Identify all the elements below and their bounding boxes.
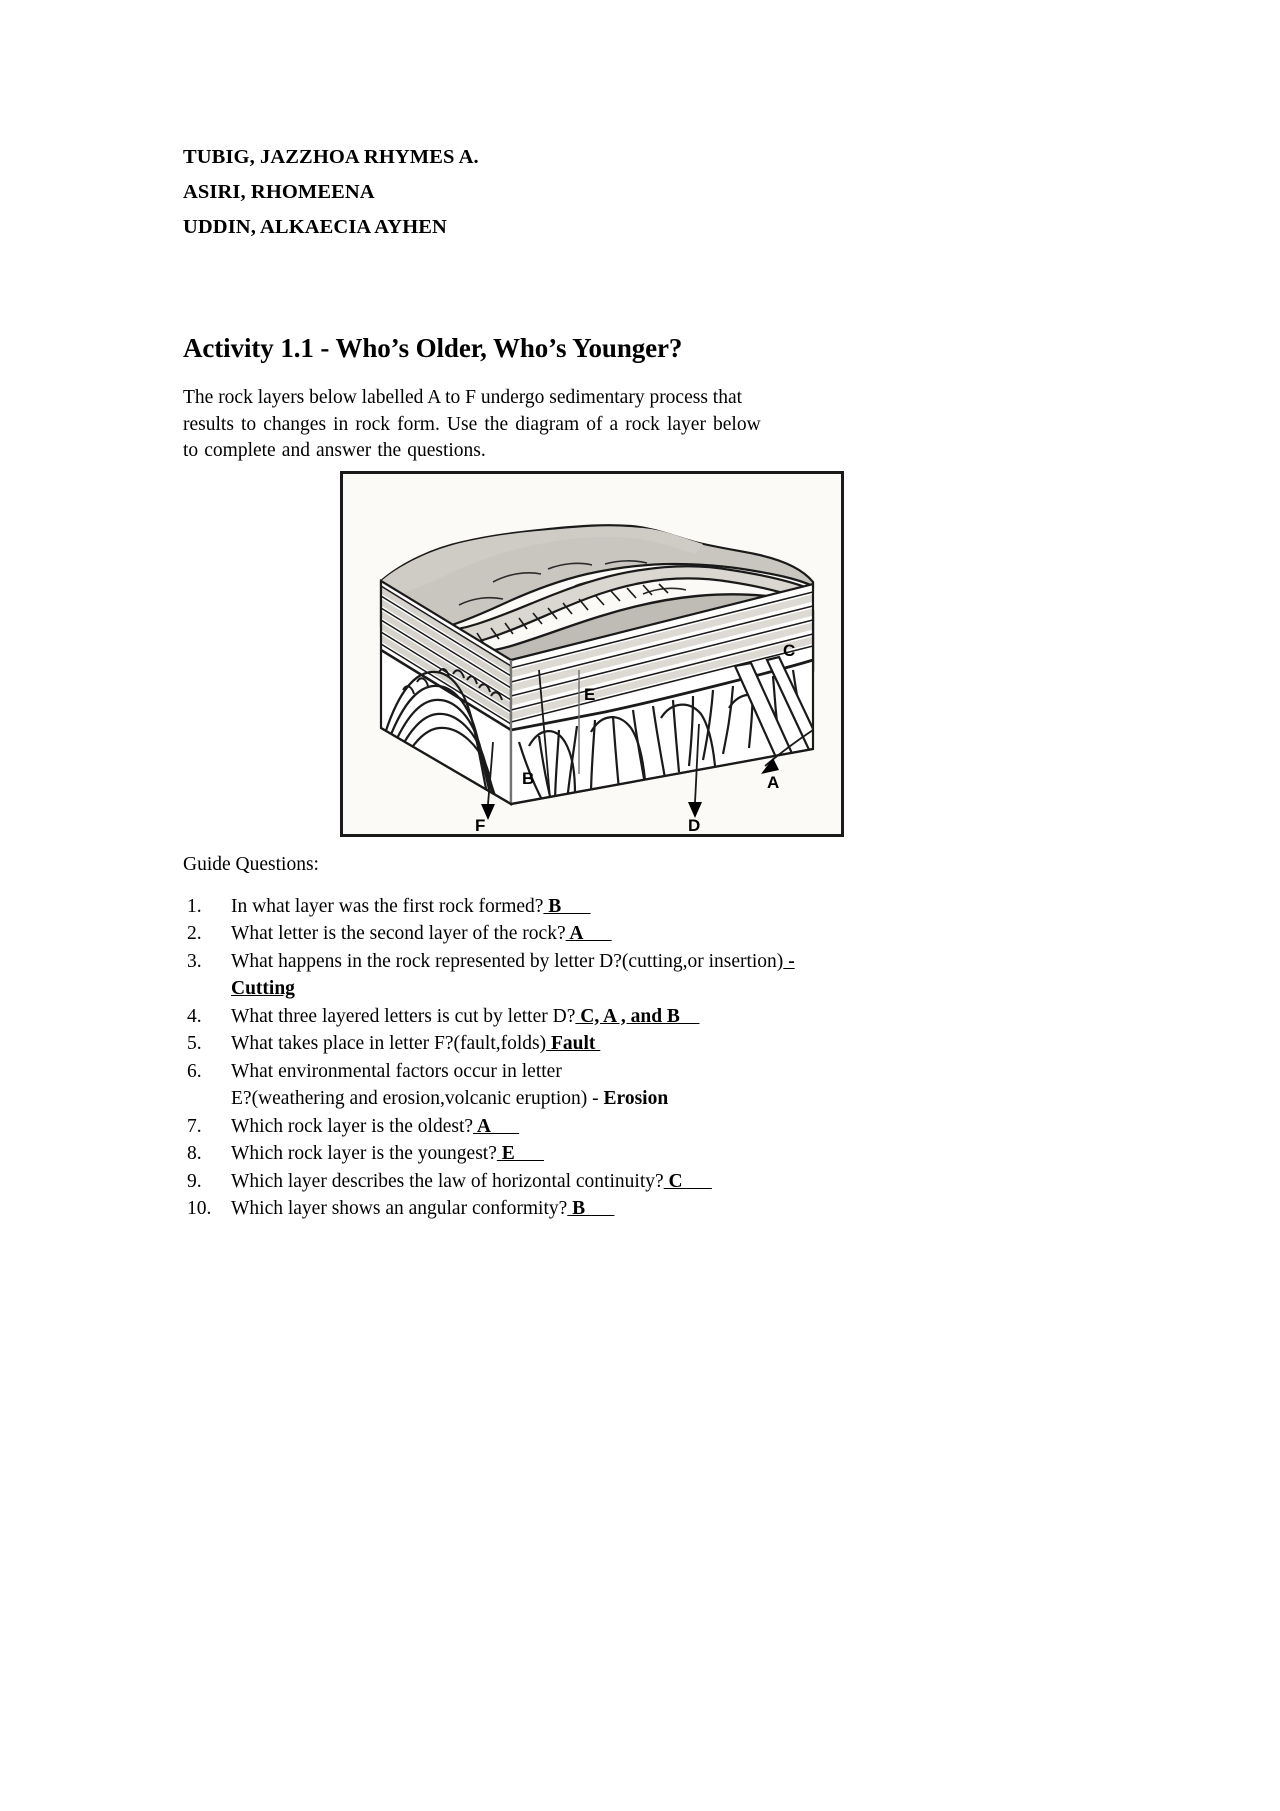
question-answer: C, A , and B [575, 1005, 700, 1027]
author-name-1: TUBIG, JAZZHOA RHYMES A. [183, 146, 479, 168]
question-number: 7. [187, 1115, 202, 1137]
figure-label-F: F [475, 815, 486, 835]
question-item-3: 3. What happens in the rock represented b… [183, 948, 1095, 1003]
question-item-2: 2. What letter is the second layer of the… [183, 920, 1095, 948]
question-answer: Fault [546, 1033, 601, 1054]
intro-line-1: The rock layers below labelled A to F un… [183, 387, 743, 408]
question-text: Which rock layer is the oldest? [231, 1115, 474, 1137]
author-names: TUBIG, JAZZHOA RHYMES A. ASIRI, RHOMEENA… [183, 0, 1095, 245]
guide-questions-list: 1. In what layer was the first rock forme… [183, 893, 1095, 1223]
question-number: 9. [187, 1170, 202, 1192]
question-number: 6. [187, 1060, 202, 1082]
page-content: TUBIG, JAZZHOA RHYMES A. ASIRI, RHOMEENA… [183, 0, 1095, 1223]
question-item-4: 4. What three layered letters is cut by l… [183, 1003, 1095, 1031]
question-item-9: 9. Which layer describes the law of horiz… [183, 1168, 1095, 1196]
intro-paragraph: The rock layers below labelled A to F un… [183, 385, 893, 465]
question-text: Which rock layer is the youngest? [231, 1143, 497, 1164]
question-number: 5. [187, 1033, 202, 1054]
question-text: Which layer describes the law of horizon… [231, 1170, 664, 1192]
figure-label-C: C [783, 640, 796, 660]
question-text-line2: E?(weathering and erosion,volcanic erupt… [231, 1085, 1095, 1113]
question-answer: A [473, 1115, 520, 1137]
figure-container: C E B A F D [340, 470, 850, 837]
question-item-1: 1. In what layer was the first rock forme… [183, 893, 1095, 921]
question-number: 10. [187, 1198, 212, 1219]
question-answer: Cutting [231, 978, 295, 999]
question-answer: B [567, 1198, 615, 1219]
question-text-continued: E?(weathering and erosion,volcanic erupt… [231, 1088, 604, 1109]
question-number: 3. [187, 950, 202, 972]
question-item-8: 8. Which rock layer is the youngest? E [183, 1140, 1095, 1168]
question-answer: E [496, 1143, 545, 1164]
block-diagram-svg [379, 523, 815, 820]
question-item-6: 6. What environmental factors occur in le… [183, 1058, 1095, 1113]
question-text: What environmental factors occur in lett… [231, 1060, 562, 1082]
question-number: 4. [187, 1005, 202, 1027]
question-answer: B [543, 895, 591, 917]
question-item-7: 7. Which rock layer is the oldest? A [183, 1113, 1095, 1141]
page-title: Activity 1.1 - Who’s Older, Who’s Younge… [183, 333, 683, 363]
question-text: What happens in the rock represented by … [231, 950, 784, 972]
question-answer: C [663, 1170, 712, 1192]
figure-label-E: E [584, 684, 596, 704]
intro-line-2: results to changes in rock form. Use the… [183, 413, 761, 435]
question-text: What letter is the second layer of the r… [231, 923, 566, 944]
intro-line-3: to complete and answer the questions. [183, 440, 486, 461]
question-number: 1. [187, 895, 202, 917]
question-answer-dash: - [783, 950, 795, 972]
figure-label-B: B [522, 768, 535, 788]
author-name-2: ASIRI, RHOMEENA [183, 181, 375, 203]
question-item-10: 10. Which layer shows an angular conform… [183, 1195, 1095, 1223]
question-text: In what layer was the first rock formed? [231, 895, 544, 917]
question-text: What takes place in letter F?(fault,fold… [231, 1033, 547, 1054]
rock-layer-diagram: C E B A F D [340, 470, 844, 837]
question-item-5: 5. What takes place in letter F?(fault,fo… [183, 1030, 1095, 1058]
author-name-3: UDDIN, ALKAECIA AYHEN [183, 216, 447, 238]
question-text: Which layer shows an angular conformity? [231, 1198, 568, 1219]
question-answer: Erosion [603, 1088, 669, 1109]
figure-label-A: A [767, 772, 780, 792]
question-text: What three layered letters is cut by let… [231, 1005, 576, 1027]
question-answer: A [565, 923, 612, 944]
question-number: 8. [187, 1143, 202, 1164]
figure-label-D: D [688, 815, 701, 835]
guide-questions-heading: Guide Questions: [183, 853, 319, 875]
question-number: 2. [187, 923, 202, 944]
